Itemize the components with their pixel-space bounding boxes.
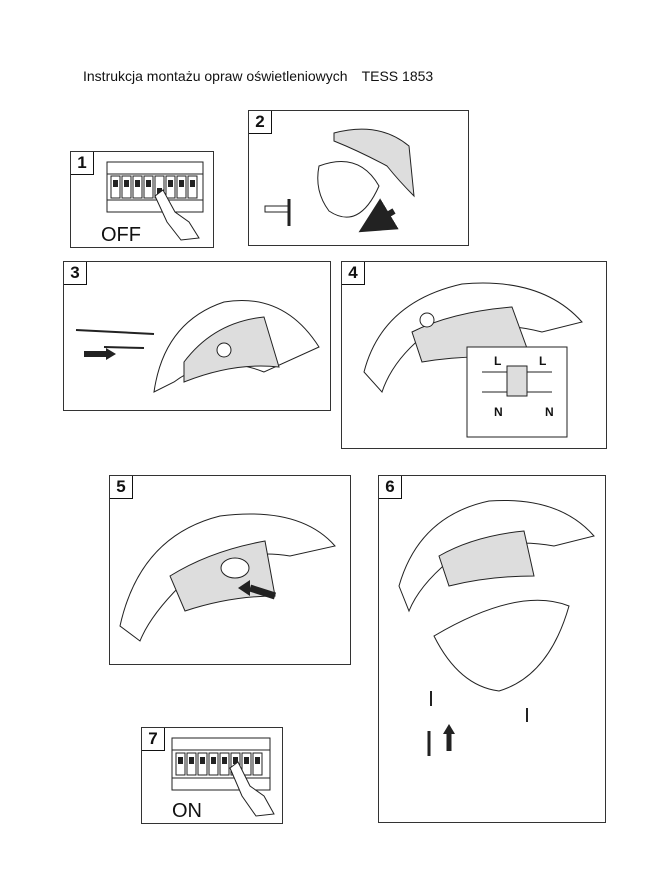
wire-label-n-right: N — [545, 405, 554, 419]
step-4-number: 4 — [342, 262, 365, 285]
step-1-number: 1 — [71, 152, 94, 175]
step-1-panel: 1 OFF — [70, 151, 214, 248]
wire-label-n-left: N — [494, 405, 503, 419]
title-text: Instrukcja montażu opraw oświetleniowych — [83, 68, 348, 84]
step-5-number: 5 — [110, 476, 133, 499]
wire-label-l-left: L — [494, 354, 502, 368]
step-6-number: 6 — [379, 476, 402, 499]
step-7-panel: 7 ON — [141, 727, 283, 824]
step-7-number: 7 — [142, 728, 165, 751]
step-2-number: 2 — [249, 111, 272, 134]
mount-base-illustration — [75, 300, 320, 393]
remove-cover-illustration — [264, 128, 415, 233]
step-3-panel: 3 — [63, 261, 331, 411]
title-model: TESS 1853 — [361, 68, 434, 84]
step-3-number: 3 — [64, 262, 87, 285]
step-1-caption: OFF — [101, 224, 141, 246]
step-2-panel: 2 — [248, 110, 469, 246]
page-title: Instrukcja montażu opraw oświetleniowych… — [83, 68, 433, 84]
step-6-panel: 6 — [378, 475, 606, 823]
step-4-panel: 4 L L N N — [341, 261, 607, 449]
wire-label-l-right: L — [539, 354, 547, 368]
insert-bulb-illustration — [119, 513, 336, 642]
step-5-panel: 5 — [109, 475, 351, 665]
wiring-illustration — [363, 282, 583, 438]
breaker-box-on-illustration — [171, 737, 275, 817]
step-7-caption: ON — [172, 800, 202, 822]
attach-cover-illustration — [398, 499, 595, 756]
breaker-box-illustration — [106, 161, 204, 241]
